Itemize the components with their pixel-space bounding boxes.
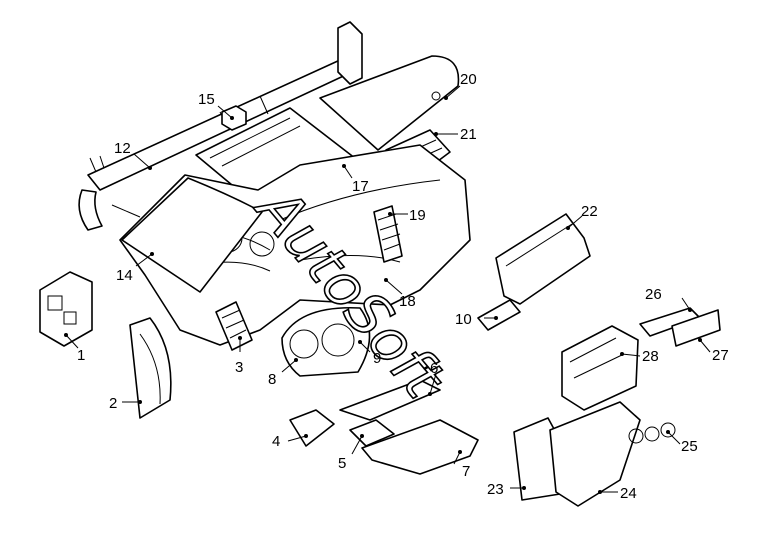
switch-module-part	[639, 307, 721, 347]
callout-18: 18	[399, 293, 416, 310]
center-console-part	[513, 401, 676, 507]
top-cover-part	[319, 55, 460, 151]
callout-28: 28	[642, 348, 659, 365]
callout-5: 5	[338, 455, 346, 472]
radio-unit-part	[561, 325, 639, 411]
callout-23: 23	[487, 481, 504, 498]
callout-2: 2	[109, 395, 117, 412]
callout-12: 12	[114, 140, 131, 157]
callout-6: 6	[430, 360, 438, 377]
callout-20: 20	[460, 71, 477, 88]
callout-21: 21	[460, 126, 477, 143]
callout-26: 26	[645, 286, 662, 303]
callout-7: 7	[462, 463, 470, 480]
lower-bracket-part	[477, 299, 521, 331]
callout-22: 22	[581, 203, 598, 220]
callout-8: 8	[268, 371, 276, 388]
lower-trim-part	[289, 379, 479, 475]
side-vent-part	[373, 205, 403, 263]
callout-15: 15	[198, 91, 215, 108]
fuse-box-part	[39, 271, 93, 347]
leader-lines	[64, 85, 711, 494]
callout-3: 3	[235, 359, 243, 376]
callout-4: 4	[272, 433, 280, 450]
cluster-hood-part	[121, 177, 263, 293]
callout-27: 27	[712, 347, 729, 364]
callout-9: 9	[373, 350, 381, 367]
callout-19: 19	[409, 207, 426, 224]
callout-10: 10	[455, 311, 472, 328]
glove-box-part	[495, 213, 591, 305]
cross-car-beam-part	[78, 21, 363, 231]
side-panel-part	[129, 317, 172, 419]
center-vent-part	[215, 301, 253, 351]
callout-17: 17	[352, 178, 369, 195]
callout-24: 24	[620, 485, 637, 502]
callout-14: 14	[116, 267, 133, 284]
instrument-cluster-part	[281, 306, 371, 377]
callout-25: 25	[681, 438, 698, 455]
callout-1: 1	[77, 347, 85, 364]
